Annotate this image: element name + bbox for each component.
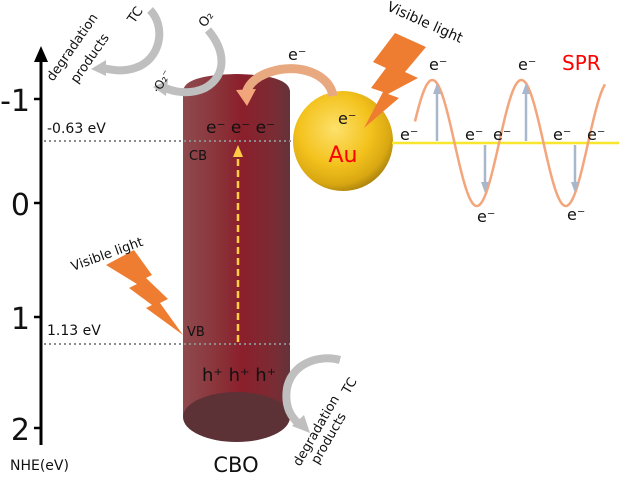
- cb-level-value: -0.63 eV: [47, 121, 106, 137]
- au-electron: e⁻: [338, 109, 356, 128]
- tc-label: TC: [124, 4, 146, 27]
- spr-wave: [413, 78, 607, 208]
- energy-axis: -1 0 1 2 NHE(eV): [0, 46, 69, 474]
- cb-electrons: e⁻ e⁻ e⁻: [206, 118, 275, 138]
- tick-label: 1: [11, 302, 30, 337]
- electron-transfer-arrow: [241, 64, 338, 98]
- spr-arrowhead-icon: [433, 83, 441, 94]
- cb-label: CB: [189, 149, 207, 164]
- vb-label: VB: [187, 325, 205, 340]
- tc-degradation-arrow: [101, 7, 164, 75]
- lightning-bolt-icon: [106, 250, 183, 335]
- tick-label: -1: [0, 84, 30, 119]
- o2-reduction-arrow: [163, 27, 226, 97]
- spr-electron: e⁻: [400, 125, 418, 144]
- au-label: Au: [329, 143, 358, 168]
- spr-electron: e⁻: [567, 205, 585, 224]
- tick-label: 0: [11, 188, 30, 223]
- spr-electron: e⁻: [465, 125, 483, 144]
- lightning-bolt-icon: [364, 33, 426, 128]
- transfer-electron: e⁻: [288, 45, 306, 64]
- tick-label: 2: [11, 413, 30, 448]
- spr-arrowhead-icon: [481, 182, 489, 193]
- excitation-arrow-icon: [233, 145, 243, 157]
- spr-electron: e⁻: [493, 125, 511, 144]
- cbo-label: CBO: [213, 453, 258, 477]
- spr-electron: e⁻: [587, 125, 605, 144]
- axis-arrow-icon: [34, 46, 48, 62]
- vb-level-value: 1.13 eV: [47, 323, 101, 339]
- tc-arrowhead-icon: [91, 60, 106, 76]
- o2-arrowhead-icon: [153, 80, 168, 96]
- electron-transfer-arrowhead-icon: [236, 89, 256, 106]
- vb-holes: h⁺ h⁺ h⁺: [202, 365, 276, 386]
- cylinder-bottom-face: [183, 392, 290, 442]
- tc-label-bottom: TC: [339, 375, 361, 397]
- cbo-cylinder: [183, 74, 290, 442]
- spr-electron: e⁻: [429, 55, 447, 74]
- spr-arrowhead-icon: [522, 83, 530, 94]
- spr-electron: e⁻: [477, 207, 495, 226]
- o2-label: O₂: [196, 9, 217, 30]
- cylinder-body: [183, 74, 290, 417]
- bottom-reaction-cycle: TC degradation products: [282, 354, 361, 469]
- tc-degradation-arrow-bottom: [282, 354, 342, 429]
- spr-label: SPR: [562, 51, 601, 75]
- bottom-arrowhead-icon: [292, 415, 310, 433]
- spr-arrowhead-icon: [571, 182, 579, 193]
- spr-electron: e⁻: [518, 55, 536, 74]
- axis-label: NHE(eV): [10, 458, 69, 474]
- spr-electron: e⁻: [553, 125, 571, 144]
- au-nanoparticle: [293, 91, 393, 191]
- spr-oscillation: e⁻ e⁻ e⁻ e⁻ e⁻ e⁻ e⁻ e⁻ e⁻ SPR: [392, 51, 619, 226]
